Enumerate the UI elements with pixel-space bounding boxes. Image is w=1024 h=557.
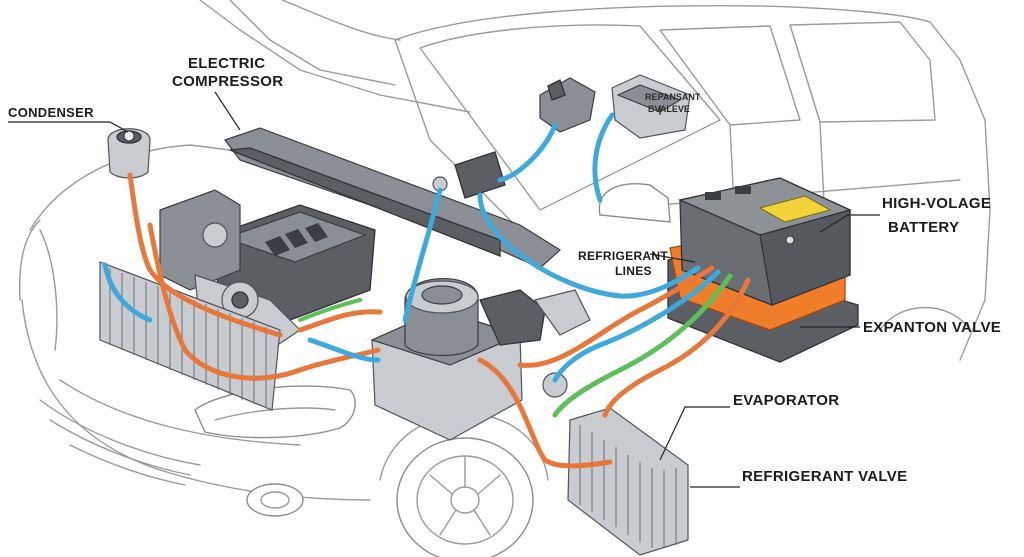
orange-line-engine	[297, 309, 383, 333]
blue-line-condenser	[102, 262, 153, 323]
blue-line-top	[402, 187, 443, 323]
labels: ELECTRIC COMPRESSOR CONDENSER REPANSANT …	[8, 55, 1001, 485]
engine-block	[159, 189, 376, 351]
orange-line-condenser	[127, 172, 283, 338]
evaporator-unit	[567, 407, 689, 556]
refrigerant-lines	[102, 112, 751, 469]
label-expansion-valve-top-2: BVALEVE	[648, 104, 690, 114]
label-evaporator: EVAPORATOR	[733, 392, 839, 409]
green-line-battery	[552, 273, 733, 418]
label-expansion-valve-top-1: REPANSANT	[645, 92, 701, 102]
blue-line-lower	[307, 337, 381, 363]
blue-line-valve-loop	[497, 122, 558, 183]
orange-line-evaporator	[477, 357, 613, 469]
coolant-reservoir	[107, 128, 151, 179]
label-high-voltage-2: BATTERY	[888, 219, 959, 236]
label-electric-compressor-1: ELECTRIC	[188, 55, 265, 72]
label-condenser: CONDENSER	[8, 105, 94, 120]
label-expansion-valve: EXPANTON VALVE	[863, 319, 1001, 336]
label-high-voltage-1: HIGH-VOLAGE	[882, 195, 991, 212]
green-line-engine	[298, 298, 362, 322]
label-refrigerant-valve: REFRIGERANT VALVE	[742, 468, 907, 485]
expansion-valve-top	[611, 74, 691, 139]
label-refrigerant-lines-1: REFRIGERANT	[578, 249, 668, 263]
hv-connector	[432, 151, 506, 199]
leader-lines	[8, 91, 880, 488]
orange-line-reservoir	[147, 222, 381, 381]
top-valve-block	[539, 77, 596, 133]
car-body	[18, 0, 991, 557]
blue-line-battery-compressor	[552, 269, 721, 383]
label-electric-compressor-2: COMPRESSOR	[172, 73, 283, 90]
label-refrigerant-lines-2: LINES	[615, 264, 652, 278]
blue-line-to-battery	[477, 192, 701, 299]
orange-line-compressor-battery	[517, 265, 715, 368]
blue-line-expansion	[592, 112, 615, 203]
high-voltage-battery	[667, 177, 859, 363]
electric-compressor	[370, 277, 591, 441]
orange-line-battery-evap	[602, 277, 751, 418]
